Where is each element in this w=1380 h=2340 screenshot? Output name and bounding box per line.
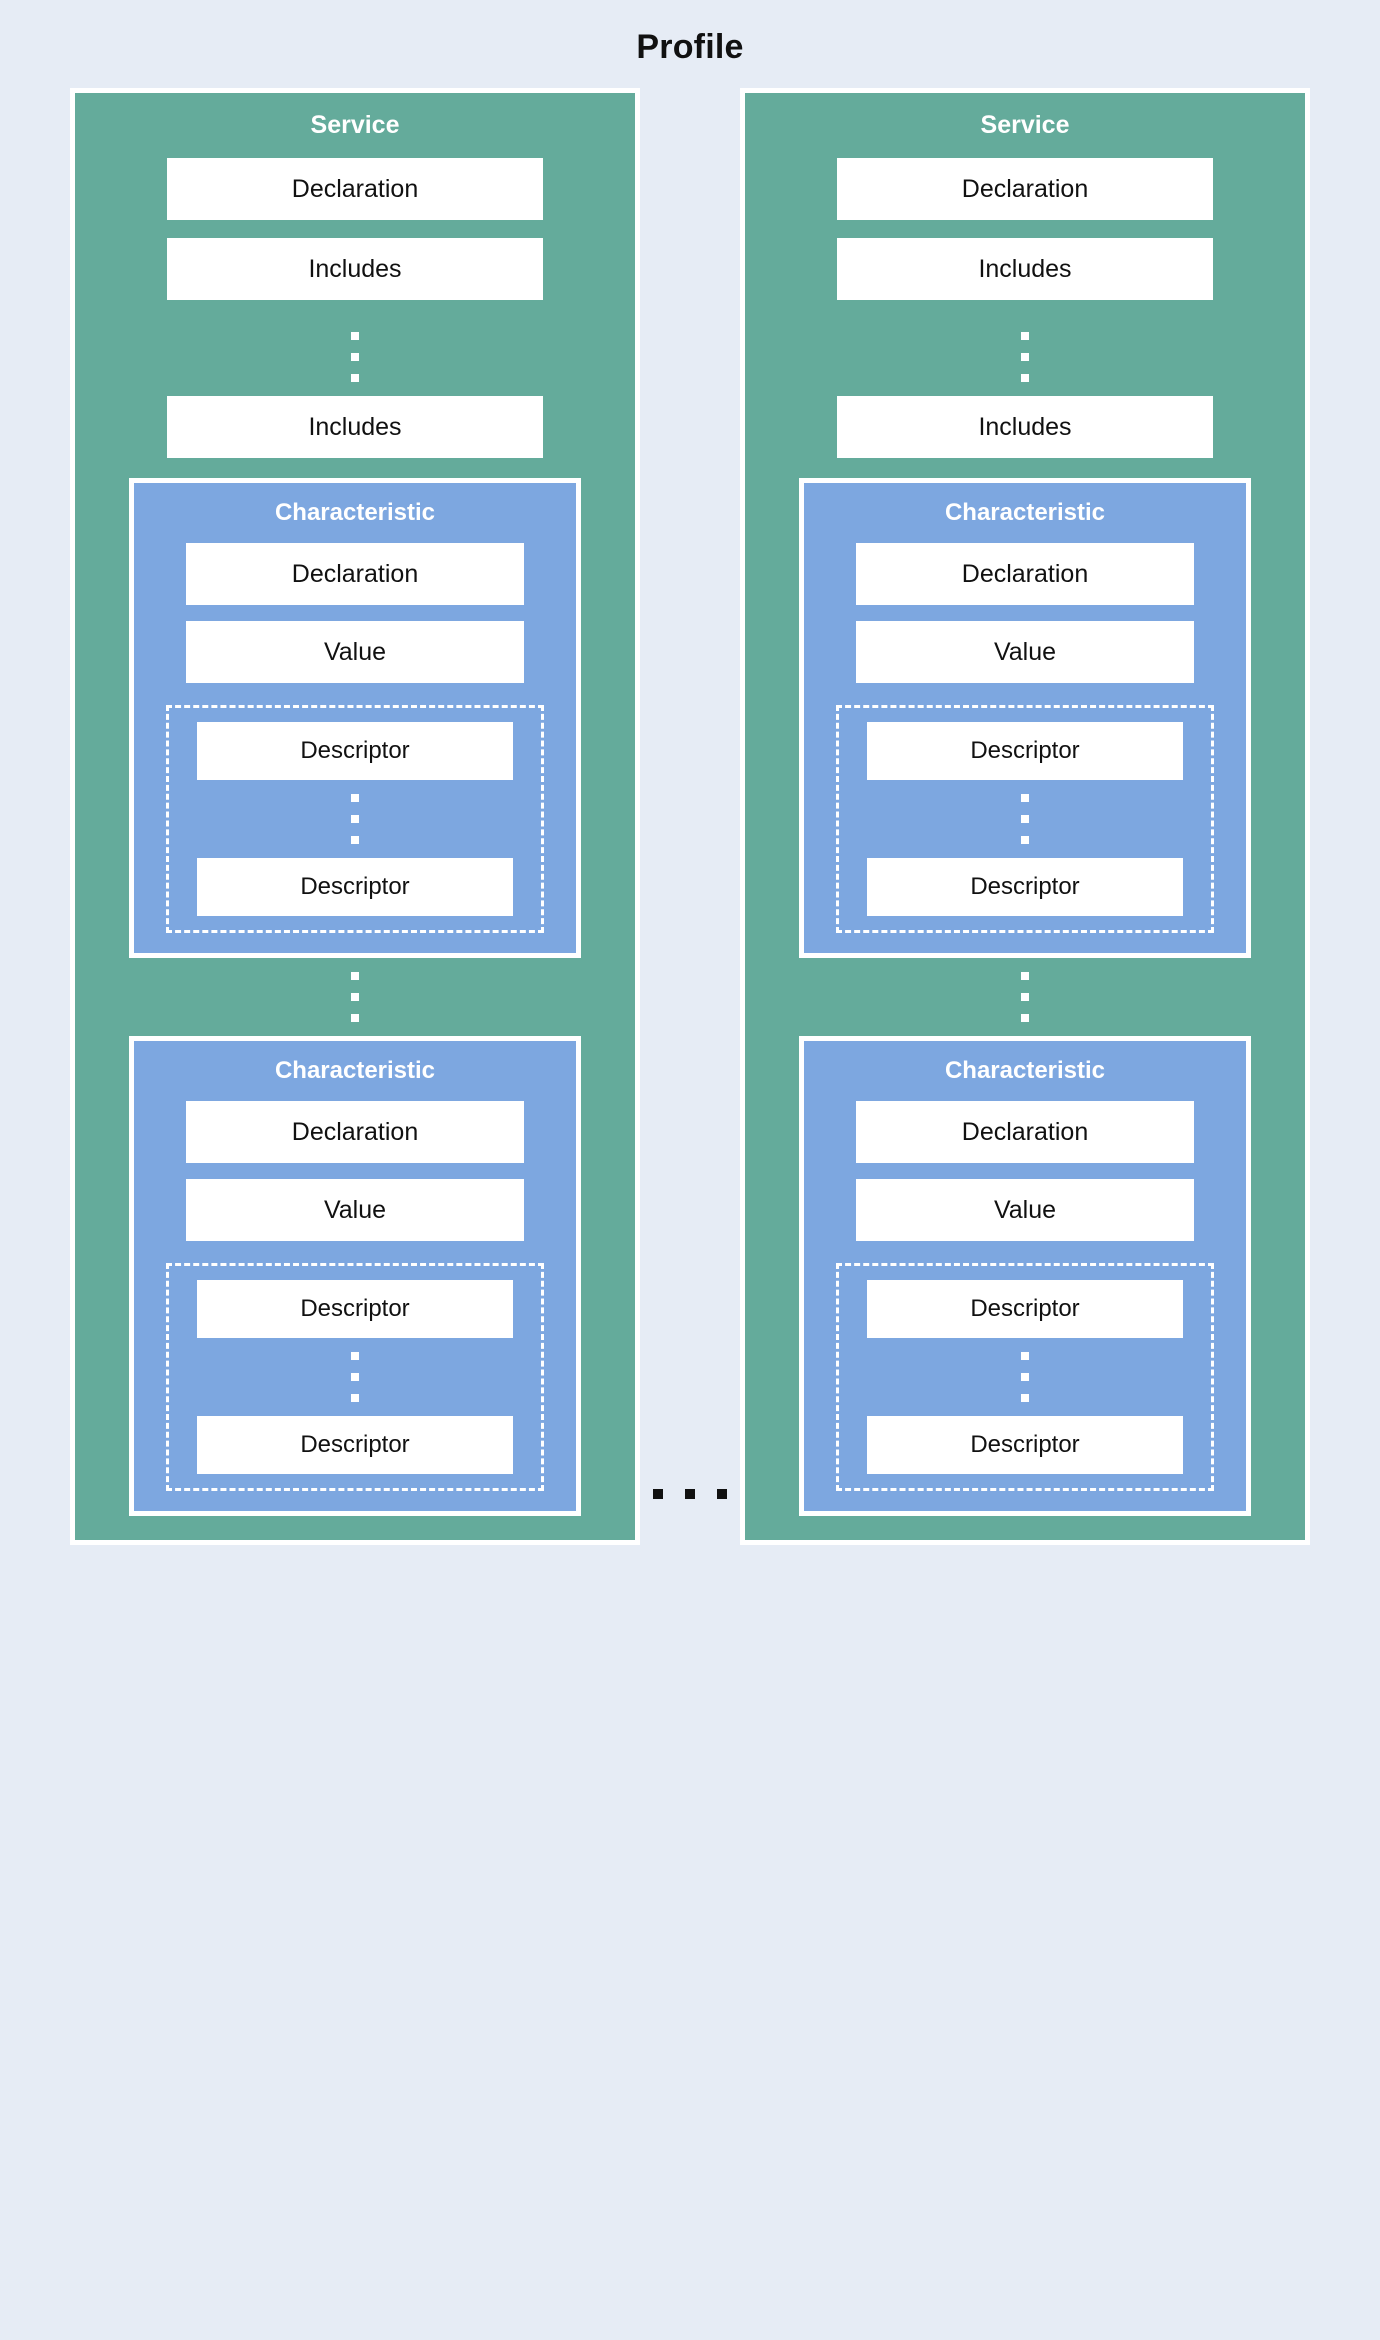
characteristic-value-field: Value xyxy=(856,1179,1194,1241)
descriptor-field: Descriptor xyxy=(197,1280,513,1338)
vertical-ellipsis-icon xyxy=(351,972,359,1022)
characteristic-declaration-field: Declaration xyxy=(186,1101,524,1163)
characteristic-box: Characteristic Declaration Value Descrip… xyxy=(799,1036,1251,1516)
ellipsis-dot xyxy=(351,1394,359,1402)
characteristic-box: Characteristic Declaration Value Descrip… xyxy=(129,1036,581,1516)
service-declaration-field: Declaration xyxy=(167,158,543,220)
ellipsis-dot xyxy=(351,332,359,340)
ellipsis-dot xyxy=(1021,1394,1029,1402)
characteristic-value-field: Value xyxy=(856,621,1194,683)
ellipsis-dot xyxy=(653,1489,663,1499)
ellipsis-dot xyxy=(1021,1373,1029,1381)
vertical-ellipsis-icon xyxy=(1021,794,1029,844)
ellipsis-dot xyxy=(351,353,359,361)
vertical-ellipsis-icon xyxy=(351,1352,359,1402)
descriptor-field: Descriptor xyxy=(867,1416,1183,1474)
vertical-ellipsis-icon xyxy=(1021,1352,1029,1402)
descriptor-field: Descriptor xyxy=(197,858,513,916)
characteristic-title: Characteristic xyxy=(274,499,436,526)
characteristic-box: Characteristic Declaration Value Descrip… xyxy=(129,478,581,958)
ellipsis-dot xyxy=(1021,836,1029,844)
service-includes-field: Includes xyxy=(837,238,1213,300)
ellipsis-dot xyxy=(1021,1352,1029,1360)
ellipsis-dot xyxy=(1021,993,1029,1001)
ellipsis-dot xyxy=(351,993,359,1001)
service-box-1: Service Declaration Includes Includes Ch… xyxy=(70,88,640,1545)
service-includes-field: Includes xyxy=(167,396,543,458)
descriptor-field: Descriptor xyxy=(197,722,513,780)
ellipsis-dot xyxy=(685,1489,695,1499)
ellipsis-dot xyxy=(717,1489,727,1499)
characteristic-box: Characteristic Declaration Value Descrip… xyxy=(799,478,1251,958)
ellipsis-dot xyxy=(351,1373,359,1381)
characteristic-title: Characteristic xyxy=(944,1057,1106,1084)
vertical-ellipsis-icon xyxy=(351,332,359,382)
ellipsis-dot xyxy=(351,972,359,980)
characteristic-declaration-field: Declaration xyxy=(856,543,1194,605)
service-columns: Service Declaration Includes Includes Ch… xyxy=(0,88,1380,1545)
characteristic-title: Characteristic xyxy=(274,1057,436,1084)
page-title: Profile xyxy=(636,28,744,66)
vertical-ellipsis-icon xyxy=(1021,332,1029,382)
descriptor-field: Descriptor xyxy=(867,1280,1183,1338)
characteristic-declaration-field: Declaration xyxy=(186,543,524,605)
service-title: Service xyxy=(310,111,400,139)
ellipsis-dot xyxy=(1021,353,1029,361)
descriptor-group: Descriptor Descriptor xyxy=(836,1263,1214,1491)
characteristic-title: Characteristic xyxy=(944,499,1106,526)
descriptor-group: Descriptor Descriptor xyxy=(166,1263,544,1491)
ellipsis-dot xyxy=(351,794,359,802)
ellipsis-dot xyxy=(1021,794,1029,802)
horizontal-ellipsis-icon xyxy=(653,1489,727,1499)
descriptor-field: Descriptor xyxy=(197,1416,513,1474)
ellipsis-dot xyxy=(351,1352,359,1360)
vertical-ellipsis-icon xyxy=(1021,972,1029,1022)
vertical-ellipsis-icon xyxy=(351,794,359,844)
descriptor-field: Descriptor xyxy=(867,722,1183,780)
ellipsis-dot xyxy=(1021,332,1029,340)
service-title: Service xyxy=(980,111,1070,139)
characteristic-value-field: Value xyxy=(186,1179,524,1241)
ellipsis-dot xyxy=(1021,374,1029,382)
characteristic-declaration-field: Declaration xyxy=(856,1101,1194,1163)
ellipsis-dot xyxy=(351,836,359,844)
ellipsis-dot xyxy=(351,1014,359,1022)
descriptor-group: Descriptor Descriptor xyxy=(836,705,1214,933)
service-includes-field: Includes xyxy=(837,396,1213,458)
descriptor-field: Descriptor xyxy=(867,858,1183,916)
ellipsis-dot xyxy=(1021,1014,1029,1022)
ellipsis-dot xyxy=(1021,972,1029,980)
characteristic-value-field: Value xyxy=(186,621,524,683)
services-continuation xyxy=(640,88,740,1545)
descriptor-group: Descriptor Descriptor xyxy=(166,705,544,933)
service-includes-field: Includes xyxy=(167,238,543,300)
ellipsis-dot xyxy=(1021,815,1029,823)
ellipsis-dot xyxy=(351,374,359,382)
service-box-2: Service Declaration Includes Includes Ch… xyxy=(740,88,1310,1545)
service-declaration-field: Declaration xyxy=(837,158,1213,220)
ellipsis-dot xyxy=(351,815,359,823)
